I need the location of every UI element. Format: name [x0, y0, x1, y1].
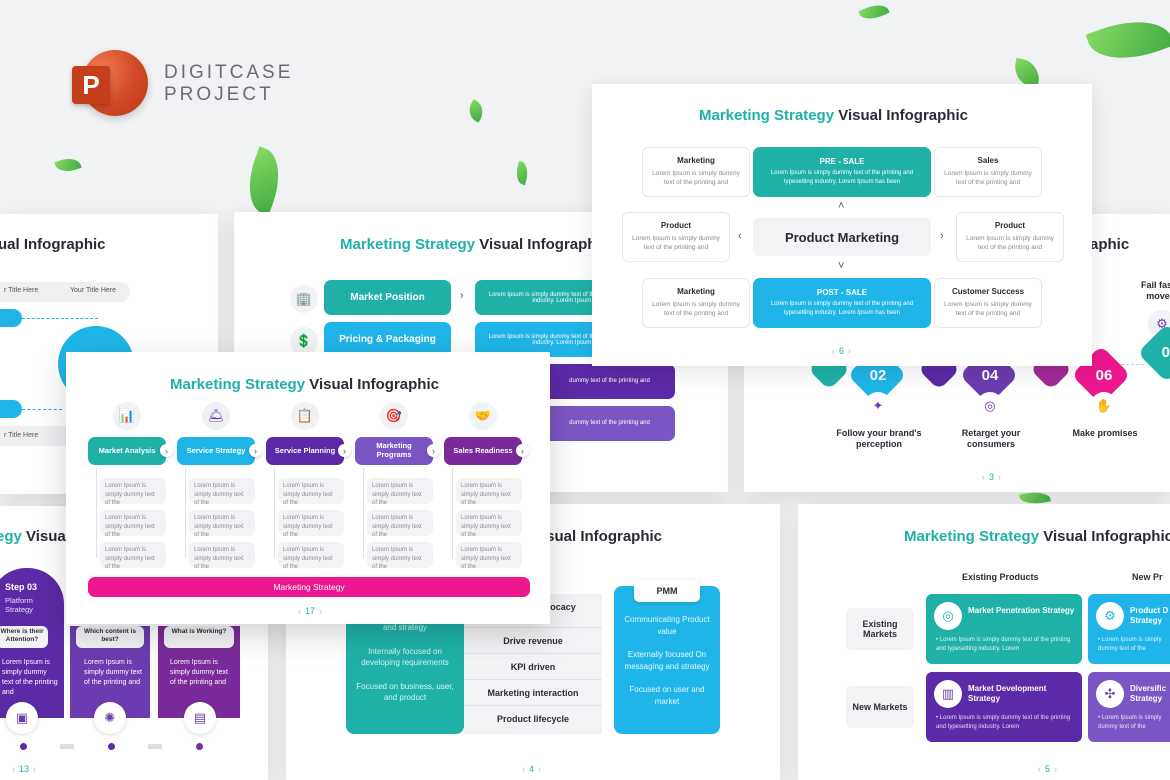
chevron-left-icon: ‹ — [738, 230, 742, 242]
text-block: Lorem Ipsum is simply dummy text of the — [456, 542, 522, 568]
chevron-right-icon: › — [940, 230, 944, 242]
column-header[interactable]: Market Analysis — [88, 437, 166, 465]
building-icon: 🏢 — [290, 285, 318, 313]
market-position-pill[interactable]: Market Position — [324, 280, 451, 315]
chevron-down-icon: ˅ — [838, 260, 845, 272]
leaf-decoration — [1085, 7, 1170, 73]
slide-marketing-columns[interactable]: Marketing Strategy Visual Infographic 📊 M… — [66, 352, 550, 624]
page-number: ‹17› — [298, 606, 323, 616]
leaf-decoration — [858, 0, 890, 25]
price-tag-icon: 💲 — [290, 327, 318, 355]
text-block: Lorem Ipsum is simply dummy text of the — [189, 510, 255, 536]
pmm-label: PMM — [634, 580, 700, 602]
page-number: ‹6› — [832, 346, 852, 356]
presentation-icon: ▤ — [184, 702, 216, 734]
marketing-strategy-bar[interactable]: Marketing Strategy — [88, 577, 530, 597]
slide-title: aphic — [1090, 236, 1130, 253]
text-block: Lorem Ipsum is simply dummy text of the — [278, 542, 344, 568]
network-icon: ✺ — [94, 702, 126, 734]
text-block: Lorem Ipsum is simply dummy text of the — [367, 478, 433, 504]
chevron-right-icon: › — [427, 444, 440, 457]
column-header[interactable]: Sales Readiness — [444, 437, 522, 465]
brand-name: DIGITCASE PROJECT — [164, 62, 294, 105]
card-sales[interactable]: Sales Lorem Ipsum is simply dummy text o… — [934, 147, 1042, 197]
card-customer-success[interactable]: Customer Success Lorem Ipsum is simply d… — [934, 278, 1042, 328]
card-marketing-top[interactable]: Marketing Lorem Ipsum is simply dummy te… — [642, 147, 750, 197]
text-block: Lorem Ipsum is simply dummy text of the — [100, 478, 166, 504]
column-icon: 🤝 — [469, 402, 497, 430]
chevron-right-icon: › — [249, 444, 262, 457]
brand-logo: P DIGITCASE PROJECT — [72, 50, 293, 118]
target-icon: ◎ — [976, 392, 1004, 420]
card-product-right[interactable]: Product Lorem Ipsum is simply dummy text… — [956, 212, 1064, 262]
column-icon: 📋 — [291, 402, 319, 430]
leaf-decoration — [238, 146, 290, 216]
page-number: ‹3› — [982, 472, 1002, 482]
page-number: ‹13› — [12, 764, 37, 774]
handshake-icon: ✋ — [1090, 392, 1118, 420]
text-block: Lorem Ipsum is simply dummy text of the — [456, 478, 522, 504]
product-marketing-center: Product Marketing — [753, 218, 931, 256]
slide-title: Marketing Strategy Visual Infographic — [699, 107, 968, 124]
leaf-decoration — [464, 99, 488, 123]
column-header[interactable]: Service Planning — [266, 437, 344, 465]
slide-product-marketing[interactable]: Marketing Strategy Visual Infographic Ma… — [592, 84, 1092, 366]
slide-title: Marketing Strategy Visual Infographic — [904, 528, 1170, 545]
column-icon: 🛎 — [202, 402, 230, 430]
powerpoint-icon: P — [72, 50, 148, 118]
page-number: ‹5› — [1038, 764, 1058, 774]
slide-title: Marketing Strategy Visual Infographic — [170, 376, 439, 393]
chevron-right-icon: › — [338, 444, 351, 457]
column-header[interactable]: Marketing Programs — [355, 437, 433, 465]
text-block: Lorem Ipsum is simply dummy text of the — [278, 510, 344, 536]
chevron-up-icon: ˄ — [838, 200, 845, 212]
leaf-decoration — [54, 154, 82, 176]
card-marketing-bottom[interactable]: Marketing Lorem Ipsum is simply dummy te… — [642, 278, 750, 328]
rocket-icon: ✦ — [864, 392, 892, 420]
text-block: Lorem Ipsum is simply dummy text of the — [189, 542, 255, 568]
card-product-left[interactable]: Product Lorem Ipsum is simply dummy text… — [622, 212, 730, 262]
chevron-right-icon: › — [516, 444, 529, 457]
leaf-decoration — [513, 160, 531, 186]
page-number: ‹4› — [522, 764, 542, 774]
cog-icon: ⚙ — [1096, 602, 1124, 630]
text-block: Lorem Ipsum is simply dummy text of the — [100, 510, 166, 536]
text-block: Lorem Ipsum is simply dummy text of the — [100, 542, 166, 568]
slide-ansoff-matrix[interactable]: Marketing Strategy Visual Infographic Ex… — [798, 504, 1170, 780]
text-block: Lorem Ipsum is simply dummy text of the — [456, 510, 522, 536]
pre-sale-box[interactable]: PRE - SALE Lorem Ipsum is simply dummy t… — [753, 147, 931, 197]
column-icon: 📊 — [113, 402, 141, 430]
post-sale-box[interactable]: POST - SALE Lorem Ipsum is simply dummy … — [753, 278, 931, 328]
chevron-right-icon: › — [460, 290, 464, 302]
text-block: Lorem Ipsum is simply dummy text of the — [367, 510, 433, 536]
slide-title: Marketing Strategy Visual Infographic — [340, 236, 609, 253]
text-block: Lorem Ipsum is simply dummy text of the — [278, 478, 344, 504]
pricing-packaging-pill[interactable]: Pricing & Packaging — [324, 322, 451, 357]
branch-icon: ✣ — [1096, 680, 1124, 708]
growth-chart-icon: ▥ — [934, 680, 962, 708]
slide-title: ual Infographic — [0, 236, 106, 253]
column-icon: 🎯 — [380, 402, 408, 430]
text-block: Lorem Ipsum is simply dummy text of the — [189, 478, 255, 504]
chevron-right-icon: › — [160, 444, 173, 457]
column-header[interactable]: Service Strategy — [177, 437, 255, 465]
text-block: Lorem Ipsum is simply dummy text of the — [367, 542, 433, 568]
slide-title: egy Visua — [0, 528, 66, 545]
target-icon: ◎ — [934, 602, 962, 630]
slide-title: isual Infographic — [542, 528, 663, 545]
screen-icon: ▣ — [6, 702, 38, 734]
